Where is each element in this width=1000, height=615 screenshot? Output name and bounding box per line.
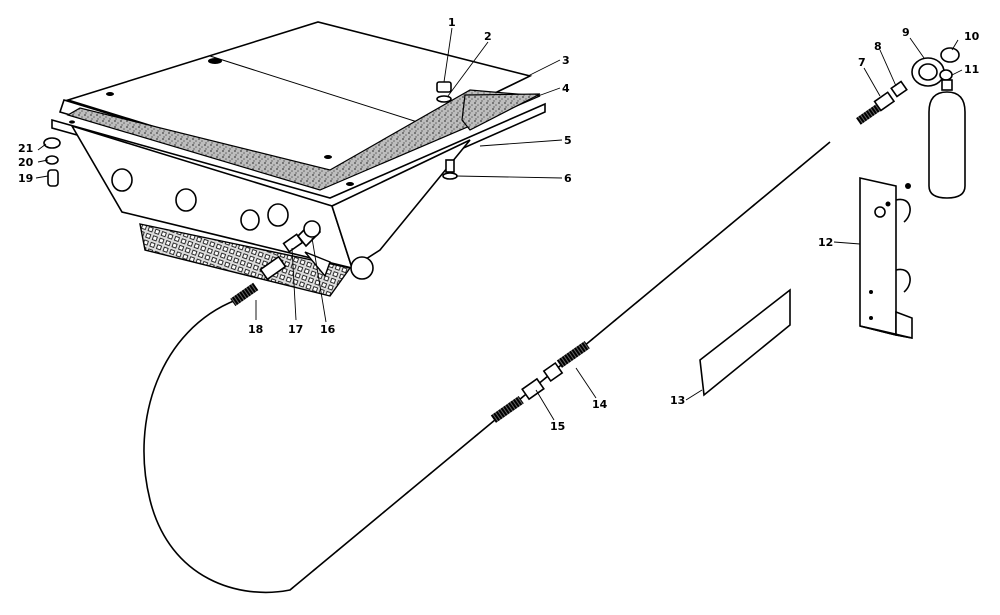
callout-16: 16 (320, 323, 336, 336)
callout-20: 20 (18, 156, 34, 169)
hardware-1-2 (436, 81, 452, 103)
leader-lines (35, 27, 963, 421)
callout-8: 8 (874, 40, 882, 53)
callout-10: 10 (964, 30, 980, 43)
hose-line (143, 141, 831, 594)
hardware-6 (442, 159, 458, 180)
mesh-screen (139, 223, 352, 297)
callout-9: 9 (902, 26, 910, 39)
callout-6: 6 (564, 172, 572, 185)
callout-2: 2 (484, 30, 492, 43)
callout-14: 14 (592, 398, 608, 411)
coupling-14 (542, 340, 590, 383)
callout-11: 11 (964, 63, 979, 76)
cylinder (928, 79, 966, 199)
callout-21: 21 (18, 142, 33, 155)
mounting-bracket (859, 177, 913, 339)
coupling-15 (490, 377, 545, 423)
callout-7: 7 (858, 56, 866, 69)
hardware-19-21 (43, 137, 61, 187)
callout-19: 19 (18, 172, 33, 185)
callout-18: 18 (248, 323, 263, 336)
callout-15: 15 (550, 420, 565, 433)
callout-12: 12 (818, 236, 833, 249)
callout-5: 5 (564, 134, 572, 147)
callout-3: 3 (562, 54, 570, 67)
callout-4: 4 (562, 82, 570, 95)
callout-1: 1 (448, 16, 456, 29)
instruction-plate (699, 288, 791, 397)
callout-labels: 1 2 3 4 5 6 7 8 9 10 11 12 13 14 15 16 1… (18, 16, 980, 433)
callout-17: 17 (288, 323, 303, 336)
nozzle-fitting-18 (230, 255, 287, 307)
housing-assembly (51, 21, 546, 297)
nozzle-fitting-16 (296, 220, 322, 248)
cylinder-valve-assembly (856, 47, 960, 125)
callout-13: 13 (670, 394, 685, 407)
